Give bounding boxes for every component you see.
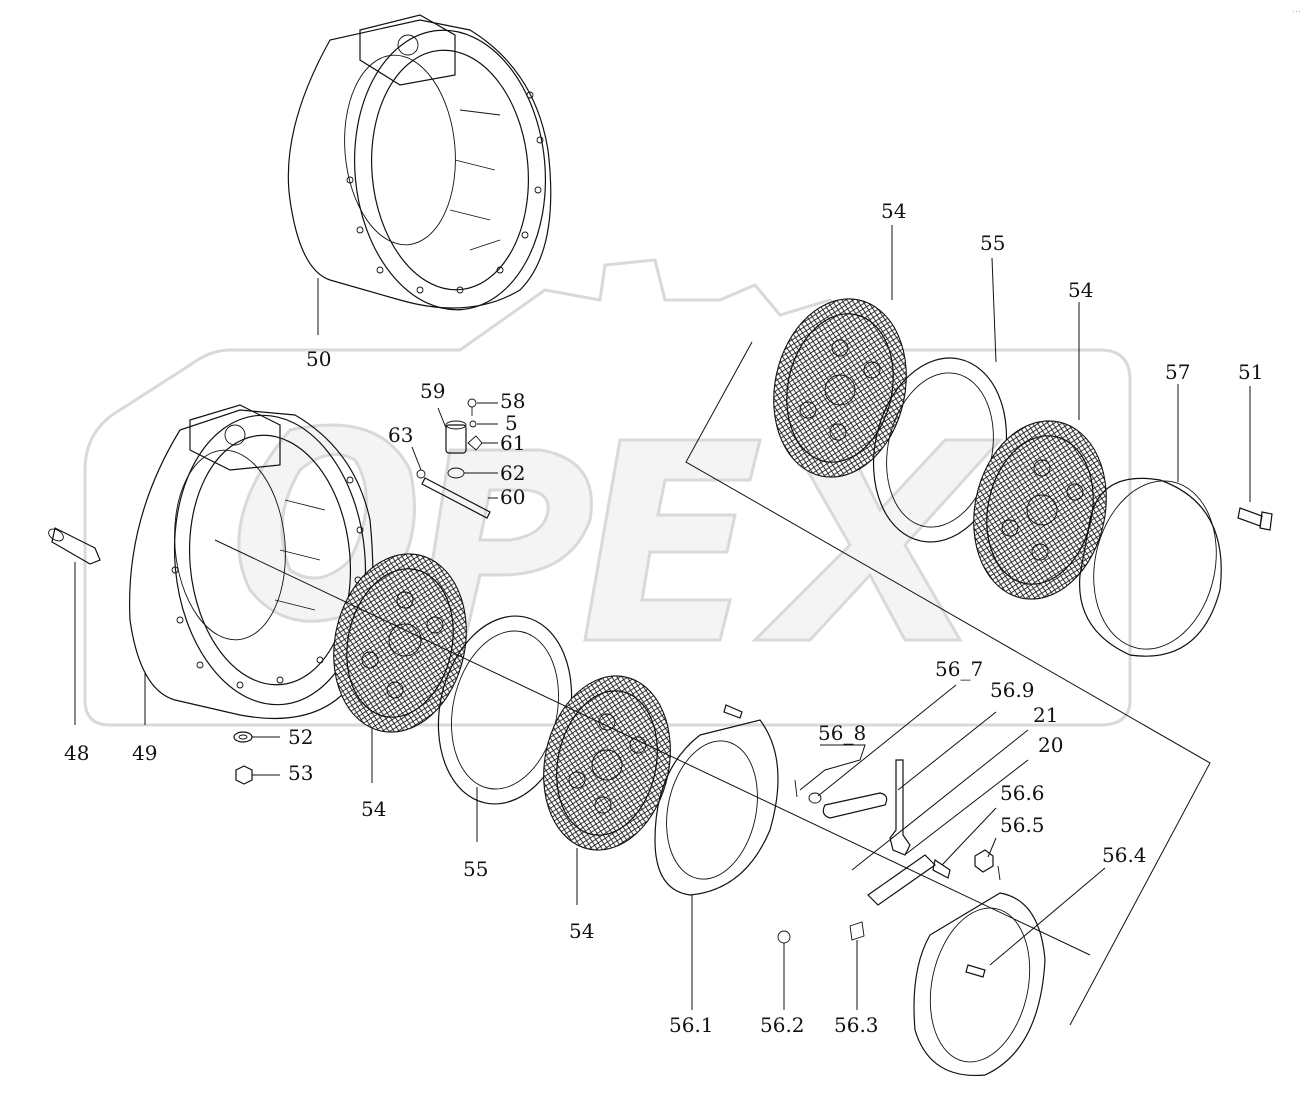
callout-56-3: 56.3 bbox=[834, 1013, 879, 1037]
callout-57: 57 bbox=[1165, 360, 1190, 384]
callout-61: 61 bbox=[500, 431, 525, 455]
part-61-plate bbox=[467, 435, 483, 451]
assembly-axis-lines bbox=[214, 341, 1211, 1026]
part-48-pin bbox=[48, 527, 101, 565]
part-59-valve-body bbox=[445, 420, 467, 454]
part-50-housing-upper bbox=[287, 14, 552, 311]
callout-21: 21 bbox=[1033, 703, 1058, 727]
callout-56-2: 56.2 bbox=[760, 1013, 805, 1037]
part-52-washer bbox=[233, 731, 253, 743]
part-56-4-end-cover bbox=[913, 892, 1046, 1077]
part-21-rod bbox=[889, 759, 911, 856]
callout-48: 48 bbox=[64, 741, 89, 765]
part-54-friction-disc-left bbox=[333, 553, 467, 733]
part-56-1-pressure-plate bbox=[654, 704, 779, 896]
leader-lines bbox=[74, 225, 1251, 1010]
callout-58: 58 bbox=[500, 389, 525, 413]
part-56-9-link bbox=[822, 792, 888, 819]
part-54-friction-disc-right bbox=[973, 420, 1107, 600]
callout-53: 53 bbox=[288, 761, 313, 785]
callout-51: 51 bbox=[1238, 360, 1263, 384]
callout-54-top: 54 bbox=[881, 199, 906, 223]
part-56-7-washer bbox=[808, 792, 822, 804]
callout-56-6: 56.6 bbox=[1000, 781, 1045, 805]
callout-20: 20 bbox=[1038, 733, 1063, 757]
callout-49: 49 bbox=[132, 741, 157, 765]
part-60-shaft bbox=[421, 477, 491, 519]
callout-55-top: 55 bbox=[980, 231, 1005, 255]
part-5-washer bbox=[469, 420, 477, 428]
part-56-3-spring bbox=[849, 921, 865, 941]
watermark-corner-mark: … bbox=[1292, 5, 1301, 15]
part-51-bolt bbox=[1237, 507, 1273, 531]
part-56-2-ball bbox=[777, 930, 791, 944]
part-53-nut bbox=[235, 765, 253, 785]
callout-56-8: 56_8 bbox=[818, 721, 866, 745]
callout-56-7: 56_7 bbox=[935, 657, 983, 681]
part-63-pin bbox=[416, 469, 426, 479]
part-49-housing-lower bbox=[129, 404, 374, 720]
callout-54-left: 54 bbox=[361, 797, 386, 821]
part-57-retaining-ring bbox=[1078, 477, 1222, 657]
callout-5: 5 bbox=[505, 411, 518, 435]
part-54-friction-disc-lower bbox=[543, 675, 671, 851]
callout-54-right: 54 bbox=[1068, 278, 1093, 302]
callout-50: 50 bbox=[306, 347, 331, 371]
part-56-6-pin bbox=[932, 859, 951, 879]
callout-56-9: 56.9 bbox=[990, 678, 1035, 702]
part-56-8-pin bbox=[794, 779, 798, 798]
callout-60: 60 bbox=[500, 485, 525, 509]
callout-labels: 50 59 58 5 63 61 62 60 48 49 52 53 54 55… bbox=[64, 199, 1263, 1037]
callout-62: 62 bbox=[500, 461, 525, 485]
part-58-screw bbox=[467, 398, 477, 416]
callout-56-1: 56.1 bbox=[669, 1013, 714, 1037]
callout-56-5: 56.5 bbox=[1000, 813, 1045, 837]
callout-54-lower: 54 bbox=[569, 919, 594, 943]
callout-56-4: 56.4 bbox=[1102, 843, 1147, 867]
part-54-friction-disc-top bbox=[773, 298, 907, 478]
callout-63: 63 bbox=[388, 423, 413, 447]
housing-50-bolt-holes bbox=[346, 91, 544, 294]
callout-52: 52 bbox=[288, 725, 313, 749]
part-56-5-nut bbox=[974, 849, 994, 873]
callout-59: 59 bbox=[420, 379, 445, 403]
part-20-lever bbox=[867, 854, 936, 906]
part-56-5-cotter-pin bbox=[997, 865, 1001, 881]
watermark-logo: … bbox=[83, 5, 1301, 727]
callout-55-left: 55 bbox=[463, 857, 488, 881]
